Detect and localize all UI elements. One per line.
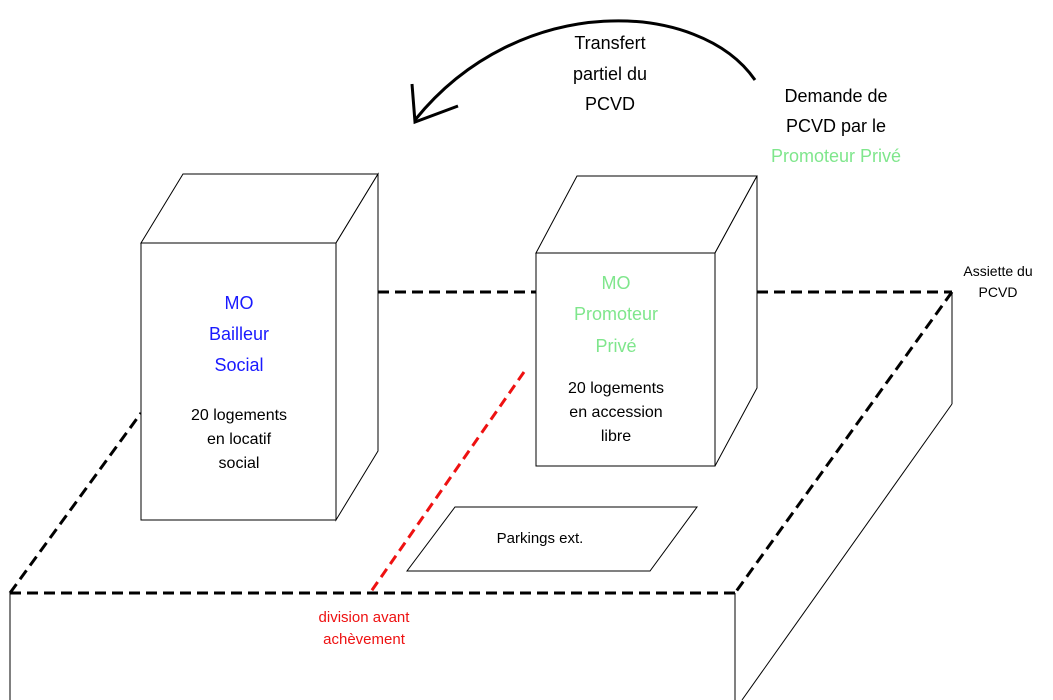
private-owner-line-1: MO xyxy=(602,273,631,293)
private-owner-line-3: Privé xyxy=(595,336,636,356)
transfer-arrow-head xyxy=(410,83,459,125)
parking-shape xyxy=(406,506,698,572)
parking-area: Parkings ext. xyxy=(406,506,698,572)
social-content-line-3: social xyxy=(219,455,260,472)
private-owner-line-2: Promoteur xyxy=(574,304,658,324)
transfer-arrow xyxy=(410,19,757,125)
plot-edge-right xyxy=(733,291,954,594)
social-owner-line-3: Social xyxy=(214,355,263,375)
building-social-front xyxy=(140,242,337,521)
plot-label-1: Assiette du xyxy=(963,263,1032,279)
social-owner-line-1: MO xyxy=(225,293,254,313)
building-social: MO Bailleur Social 20 logements en locat… xyxy=(140,172,379,522)
slab-bottom-right xyxy=(741,403,953,700)
building-private: MO Promoteur Privé 20 logements en acces… xyxy=(535,175,758,467)
division-label-1: division avant xyxy=(319,609,411,626)
plot-slab xyxy=(8,290,954,700)
parking-label: Parkings ext. xyxy=(497,530,584,547)
plot-label-2: PCVD xyxy=(979,284,1018,300)
request-actor: Promoteur Privé xyxy=(771,146,901,166)
transfer-arrow-curve xyxy=(413,19,757,121)
request-line-2: PCVD par le xyxy=(786,116,886,136)
plot-edge-left xyxy=(8,412,143,594)
division-line xyxy=(368,371,526,594)
social-content-line-2: en locatif xyxy=(207,431,272,448)
division-label-2: achèvement xyxy=(323,631,406,648)
transfer-label-3: PCVD xyxy=(585,94,635,114)
social-owner-line-2: Bailleur xyxy=(209,324,269,344)
building-private-front xyxy=(535,252,716,467)
transfer-label-1: Transfert xyxy=(574,33,645,53)
request-line-1: Demande de xyxy=(784,86,887,106)
transfer-label-2: partiel du xyxy=(573,64,647,84)
private-content-line-1: 20 logements xyxy=(568,380,664,397)
private-content-line-3: libre xyxy=(601,428,631,445)
social-content-line-1: 20 logements xyxy=(191,407,287,424)
private-content-line-2: en accession xyxy=(569,404,662,421)
